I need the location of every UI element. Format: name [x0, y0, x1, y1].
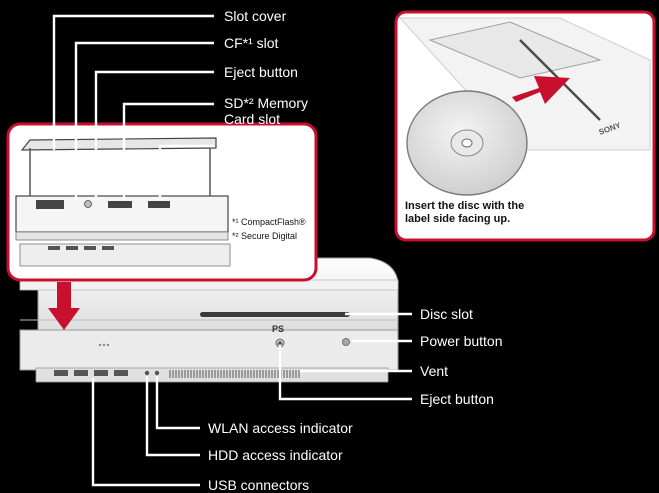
label-wlan-indicator: WLAN access indicator — [208, 420, 353, 436]
label-eject-button-bottom: Eject button — [420, 391, 494, 407]
card-eject-button[interactable] — [84, 200, 92, 208]
label-disc-slot: Disc slot — [420, 306, 473, 322]
label-memory-stick-line2: Stick™ slot — [224, 152, 294, 168]
wlan-access-indicator — [154, 370, 160, 376]
disc-note-line1: Insert the disc with the — [405, 200, 524, 212]
usb-connectors[interactable] — [54, 370, 128, 376]
cf-slot[interactable] — [36, 200, 64, 209]
label-hdd-indicator: HDD access indicator — [208, 447, 343, 463]
leader-lines — [52, 14, 412, 487]
insert-arrow-icon — [512, 76, 570, 104]
disc-icon — [406, 90, 528, 196]
front-dots — [98, 343, 110, 347]
footnote-secure-digital: *² Secure Digital — [232, 231, 297, 241]
ps-logo-icon: PS — [272, 324, 284, 334]
slot-cover[interactable] — [20, 137, 217, 151]
label-usb-connectors: USB connectors — [208, 477, 309, 493]
disc-slot[interactable] — [200, 312, 350, 317]
sd-memory-card-slot[interactable] — [108, 201, 132, 208]
power-button[interactable] — [342, 338, 350, 346]
footnote-compactflash: *¹ CompactFlash® — [232, 217, 306, 227]
label-cf-slot: CF*¹ slot — [224, 35, 279, 51]
label-sd-slot-line1: SD*² Memory — [224, 95, 308, 111]
callout-labels: Slot cover CF*¹ slot Eject button SD*² M… — [208, 8, 503, 493]
label-vent: Vent — [420, 363, 448, 379]
label-power-button: Power button — [420, 333, 503, 349]
label-sd-slot-line2: Card slot — [224, 111, 280, 127]
down-arrow-icon — [48, 282, 80, 330]
hdd-access-indicator — [144, 370, 150, 376]
label-eject-button-top: Eject button — [224, 64, 298, 80]
label-slot-cover: Slot cover — [224, 8, 287, 24]
vent — [169, 370, 300, 378]
label-memory-stick-line1: Memory — [224, 135, 275, 151]
card-slot-inset: *¹ CompactFlash® *² Secure Digital — [6, 122, 318, 282]
disc-note-line2: label side facing up. — [405, 213, 510, 225]
memory-stick-slot[interactable] — [148, 201, 170, 208]
disc-insert-inset: SONY Insert the disc with the label side… — [394, 10, 656, 242]
